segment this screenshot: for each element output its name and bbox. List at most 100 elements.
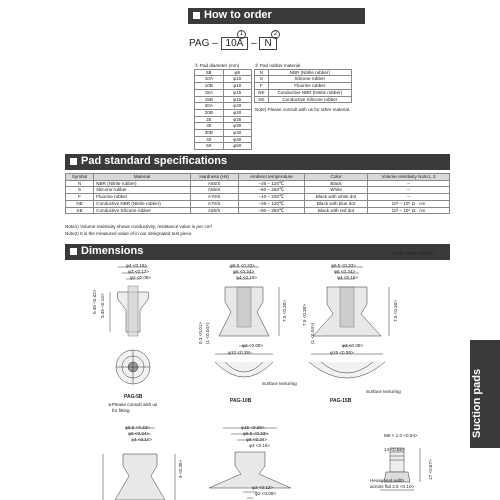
spec-cell: – [366, 179, 451, 188]
pag-5b-d3: φ2 <0.08> [130, 275, 152, 280]
bottom-right-h1: 17 <0.67> [428, 459, 433, 480]
diameter-size-cell: φ20 [222, 102, 253, 110]
spec-cell: –60 – 250℃ [237, 206, 306, 215]
bottom-mid-d1: φ15 <0.59> [241, 425, 265, 430]
pag-15b-d2: φ6 <0.24> [334, 269, 356, 274]
bottom-right-thread: M6 × 1.0 <0.04> [384, 433, 418, 438]
spec-header-cell: Material [93, 173, 191, 181]
pag-10b-d5: φ10 <0.39> [228, 350, 252, 355]
bottom-left-d1: φ8.5 <0.33> [125, 425, 150, 430]
diameter-size-cell: φ10 [222, 75, 253, 84]
code-dash-1: – [212, 38, 218, 49]
diameter-code-cell: 10B [194, 82, 224, 90]
material-name-cell: Conductive Silicone rubber [267, 95, 353, 104]
pag-15b-h1: 7.5 <0.30> [393, 300, 398, 322]
diameter-code-cell: 50 [194, 142, 224, 151]
spec-note-1: Note1) Volume resistivity shows conducti… [65, 224, 214, 229]
spec-cell: NBR (Nitrile rubber) [93, 179, 191, 188]
code-diameter: 10A [220, 37, 249, 50]
bottom-mid-d3: φ6 <0.24> [246, 437, 268, 442]
pag-10b-h3: (1 <0.04>) [205, 322, 210, 344]
diameter-size-cell: φ15 [222, 95, 253, 104]
how-to-order-title: How to order [204, 9, 272, 21]
diameter-size-cell: φ15 [222, 88, 253, 97]
diameter-code-cell: 20A [194, 102, 224, 110]
bottom-right-hex-line2: across flat 2.5 <0.10> [370, 484, 415, 489]
how-to-order-header: How to order [188, 8, 365, 24]
spec-cell: F [64, 193, 95, 201]
spec-cell: A70/S [189, 193, 239, 201]
spec-cell: Black [304, 179, 368, 188]
diameter-size-cell: φ10 [222, 82, 253, 90]
pag-5b-note-line2: for fitting [112, 408, 130, 413]
diameter-code-cell: 5B [194, 68, 224, 77]
pag-10b-drawing [214, 266, 280, 378]
bottom-right-drawing [380, 447, 421, 491]
spec-cell: Conductive NBR (Nitrile rubber) [93, 199, 191, 208]
pag-10b-h2: 0.3 <0.01> [198, 322, 203, 344]
spec-cell: Silicone rubber [93, 186, 191, 195]
spec-cell: A55/S [189, 179, 239, 188]
material-name-cell: Conductive NBR (Nitrile rubber) [267, 88, 353, 97]
diameter-code-cell: 30B [194, 129, 224, 137]
diameter-code-cell: 15A [194, 88, 224, 97]
diameter-code-cell: 30 [194, 122, 224, 131]
spec-cell: – [366, 193, 451, 201]
pag-5b-d2: φ3 <0.12> [128, 269, 150, 274]
bottom-left-d2: φ6 <0.24> [128, 431, 150, 436]
bottom-left-d3: φ4 <0.16> [131, 437, 153, 442]
header-square-icon [70, 158, 77, 165]
pag-15b-d4: φ2 <0.08> [342, 343, 364, 348]
code-dash-2: – [251, 38, 257, 49]
spec-cell: White [304, 186, 368, 195]
pag-10b-caption: PAG-10B [230, 398, 252, 404]
material-code-cell: N [254, 68, 269, 77]
spec-header-cell: Symbol [64, 173, 95, 181]
material-code-cell: F [254, 82, 269, 90]
spec-cell: Black with white dot [304, 193, 368, 201]
pag-5b-h1: 0.45 <0.02> [92, 289, 97, 314]
pag-5b-d1: φ4 <0.16> [126, 263, 148, 268]
marker-1: 1 [237, 30, 246, 39]
pag-10b-texture: Surface texturing [262, 381, 297, 386]
bottom-mid-d5: φ3 <0.12> [252, 485, 274, 490]
specifications-title: Pad standard specifications [81, 155, 228, 167]
diameter-code-cell: 40 [194, 135, 224, 144]
pag-15b-drawing [308, 266, 390, 379]
bottom-mid-d2: φ8.5 <0.33> [243, 431, 268, 436]
pag-10b-d1: φ8.5 <0.33> [230, 263, 255, 268]
spec-header-cell: Ambient temperature [237, 173, 306, 181]
diameter-size-cell: φ40 [222, 135, 253, 144]
spec-cell: – [366, 186, 451, 195]
pag-5b-drawing [109, 266, 151, 385]
code-rubber: N [259, 37, 277, 50]
order-code: PAG – 10A – N [189, 37, 277, 50]
bottom-mid-drawing [208, 427, 292, 499]
diameter-code-cell: 20B [194, 108, 224, 117]
material-name-cell: Silicone rubber [267, 75, 353, 84]
diameter-code-cell: 15B [194, 95, 224, 104]
pag-10b-d3: φ4 <0.16> [236, 275, 258, 280]
diameter-size-cell: φ25 [222, 115, 253, 124]
diameter-size-cell: φ20 [222, 108, 253, 117]
diameter-size-cell: φ30 [222, 129, 253, 137]
diameter-size-cell: φ50 [222, 142, 253, 151]
